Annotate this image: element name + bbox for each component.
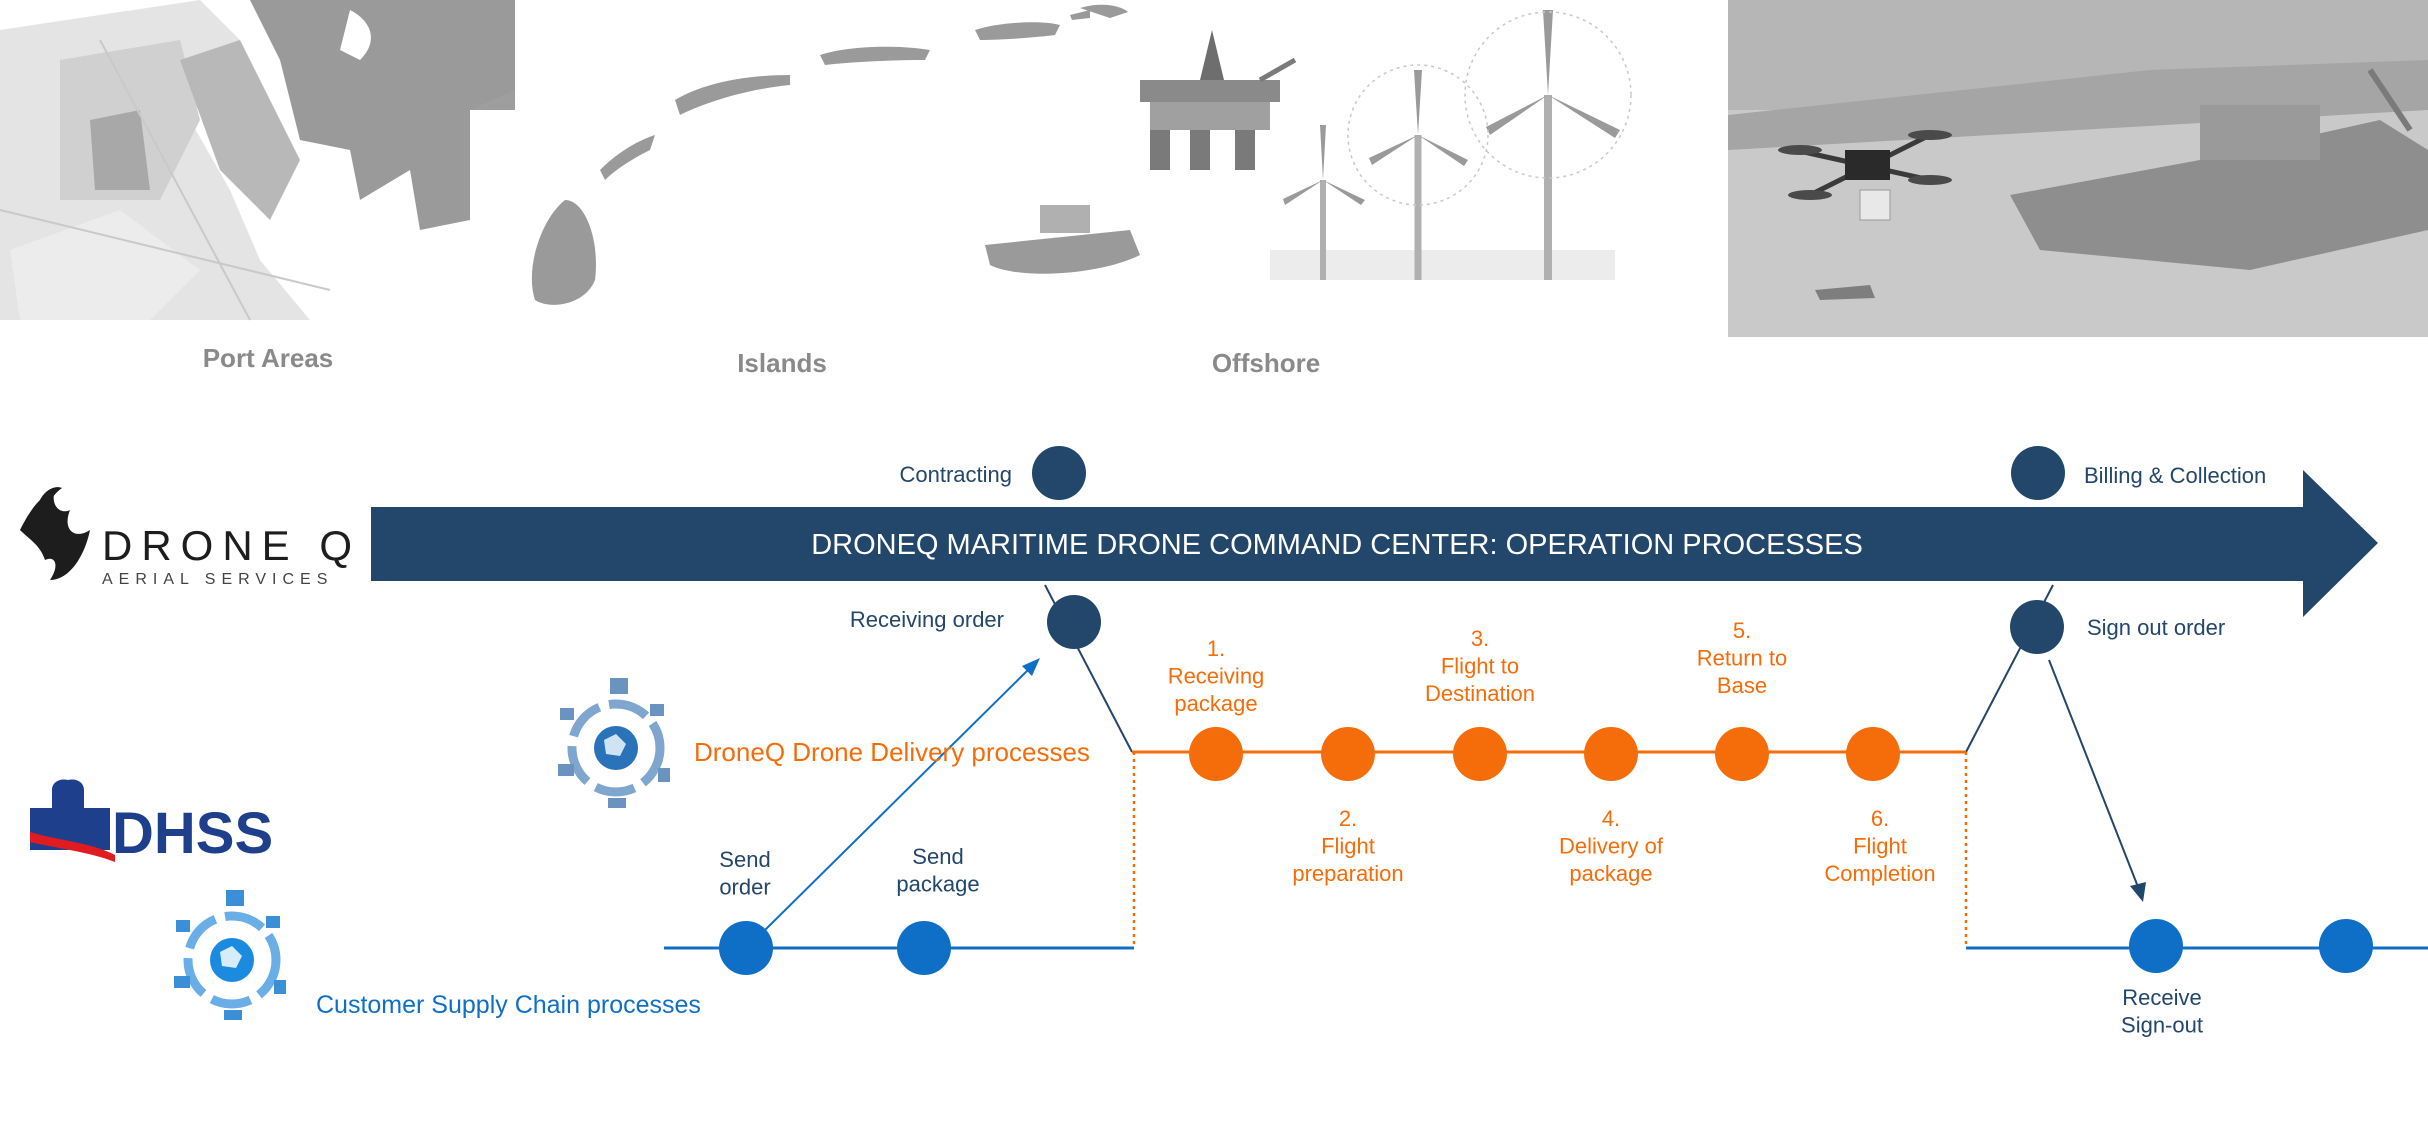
delivery-step-3-node — [1453, 727, 1507, 781]
delivery-step-3-label-line: Destination — [1425, 681, 1535, 706]
receiving-order-node — [1047, 595, 1101, 649]
offshore-illustration — [985, 10, 1632, 280]
delivery-step-6-label-line: 6. — [1871, 806, 1889, 831]
send-package-label-line: package — [896, 872, 979, 897]
drone-photo — [1728, 0, 2428, 337]
delivery-step-2-label-line: preparation — [1292, 861, 1403, 886]
delivery-step-6-node — [1846, 727, 1900, 781]
customer-process-label: Customer Supply Chain processes — [316, 991, 701, 1019]
delivery-step-4-label-line: Delivery of — [1559, 834, 1664, 859]
billing-label: Billing & Collection — [2084, 463, 2266, 488]
receive-label-line: Receive — [2122, 985, 2201, 1010]
banner-title: DRONEQ MARITIME DRONE COMMAND CENTER: OP… — [811, 529, 1863, 561]
delivery-step-4-label-line: 4. — [1602, 806, 1620, 831]
delivery-step-3-label-line: Flight to — [1441, 654, 1519, 679]
delivery-process-icon — [558, 678, 670, 808]
delivery-step-1-label-line: 1. — [1207, 636, 1225, 661]
send-package-label: Send package — [896, 844, 979, 897]
delivery-step-2-label-line: Flight — [1321, 834, 1375, 859]
receive-node — [2129, 919, 2183, 973]
send-package-label-line: Send — [912, 844, 963, 869]
delivery-step-1-node — [1189, 727, 1243, 781]
delivery-step-2-label-line: 2. — [1339, 806, 1357, 831]
delivery-step-5-label-line: Base — [1717, 673, 1767, 698]
banner-arrow — [371, 470, 2378, 617]
send-order-label: Send order — [719, 847, 770, 900]
contracting-node — [1032, 446, 1086, 500]
command-nodes — [1032, 446, 2065, 654]
delivery-step-1-label-line: package — [1174, 691, 1257, 716]
customer-process-icon — [174, 890, 286, 1020]
receive-label-line: Sign-out — [2121, 1013, 2203, 1038]
sign-out-label: Sign out order — [2087, 615, 2225, 640]
delivery-step-5-label-line: Return to — [1697, 646, 1788, 671]
offshore-label: Offshore — [1212, 348, 1320, 378]
send-package-node — [897, 921, 951, 975]
delivery-step-4-node — [1584, 727, 1638, 781]
delivery-step-6-label-line: Flight — [1853, 834, 1907, 859]
send-order-label-line: order — [719, 875, 770, 900]
droneq-logo: DRONE Q AERIAL SERVICES — [20, 487, 361, 588]
delivery-step-3-label-line: 3. — [1471, 626, 1489, 651]
delivery-step-5-label-line: 5. — [1733, 618, 1751, 643]
droneq-subtitle: AERIAL SERVICES — [102, 571, 333, 588]
billing-node — [2011, 446, 2065, 500]
droneq-name: DRONE Q — [102, 522, 361, 569]
islands-map — [531, 4, 1128, 305]
end-node — [2319, 919, 2373, 973]
port-areas-label: Port Areas — [203, 343, 334, 373]
delivery-step-6-label-line: Completion — [1824, 861, 1935, 886]
contracting-label: Contracting — [899, 462, 1012, 487]
drone-icon — [1778, 130, 1952, 221]
delivery-step-2-node — [1321, 727, 1375, 781]
sign-out-node — [2010, 600, 2064, 654]
islands-label: Islands — [737, 348, 827, 378]
delivery-step-4-label-line: package — [1569, 861, 1652, 886]
send-order-label-line: Send — [719, 847, 770, 872]
dhss-logo: DHSS — [30, 779, 273, 866]
port-areas-map — [0, 0, 515, 321]
customer-nodes — [719, 919, 2373, 975]
delivery-process-label: DroneQ Drone Delivery processes — [694, 737, 1090, 767]
receiving-order-label: Receiving order — [850, 607, 1004, 632]
delivery-step-5-node — [1715, 727, 1769, 781]
delivery-step-1-label-line: Receiving — [1168, 664, 1265, 689]
dhss-text: DHSS — [112, 801, 273, 866]
send-order-node — [719, 921, 773, 975]
